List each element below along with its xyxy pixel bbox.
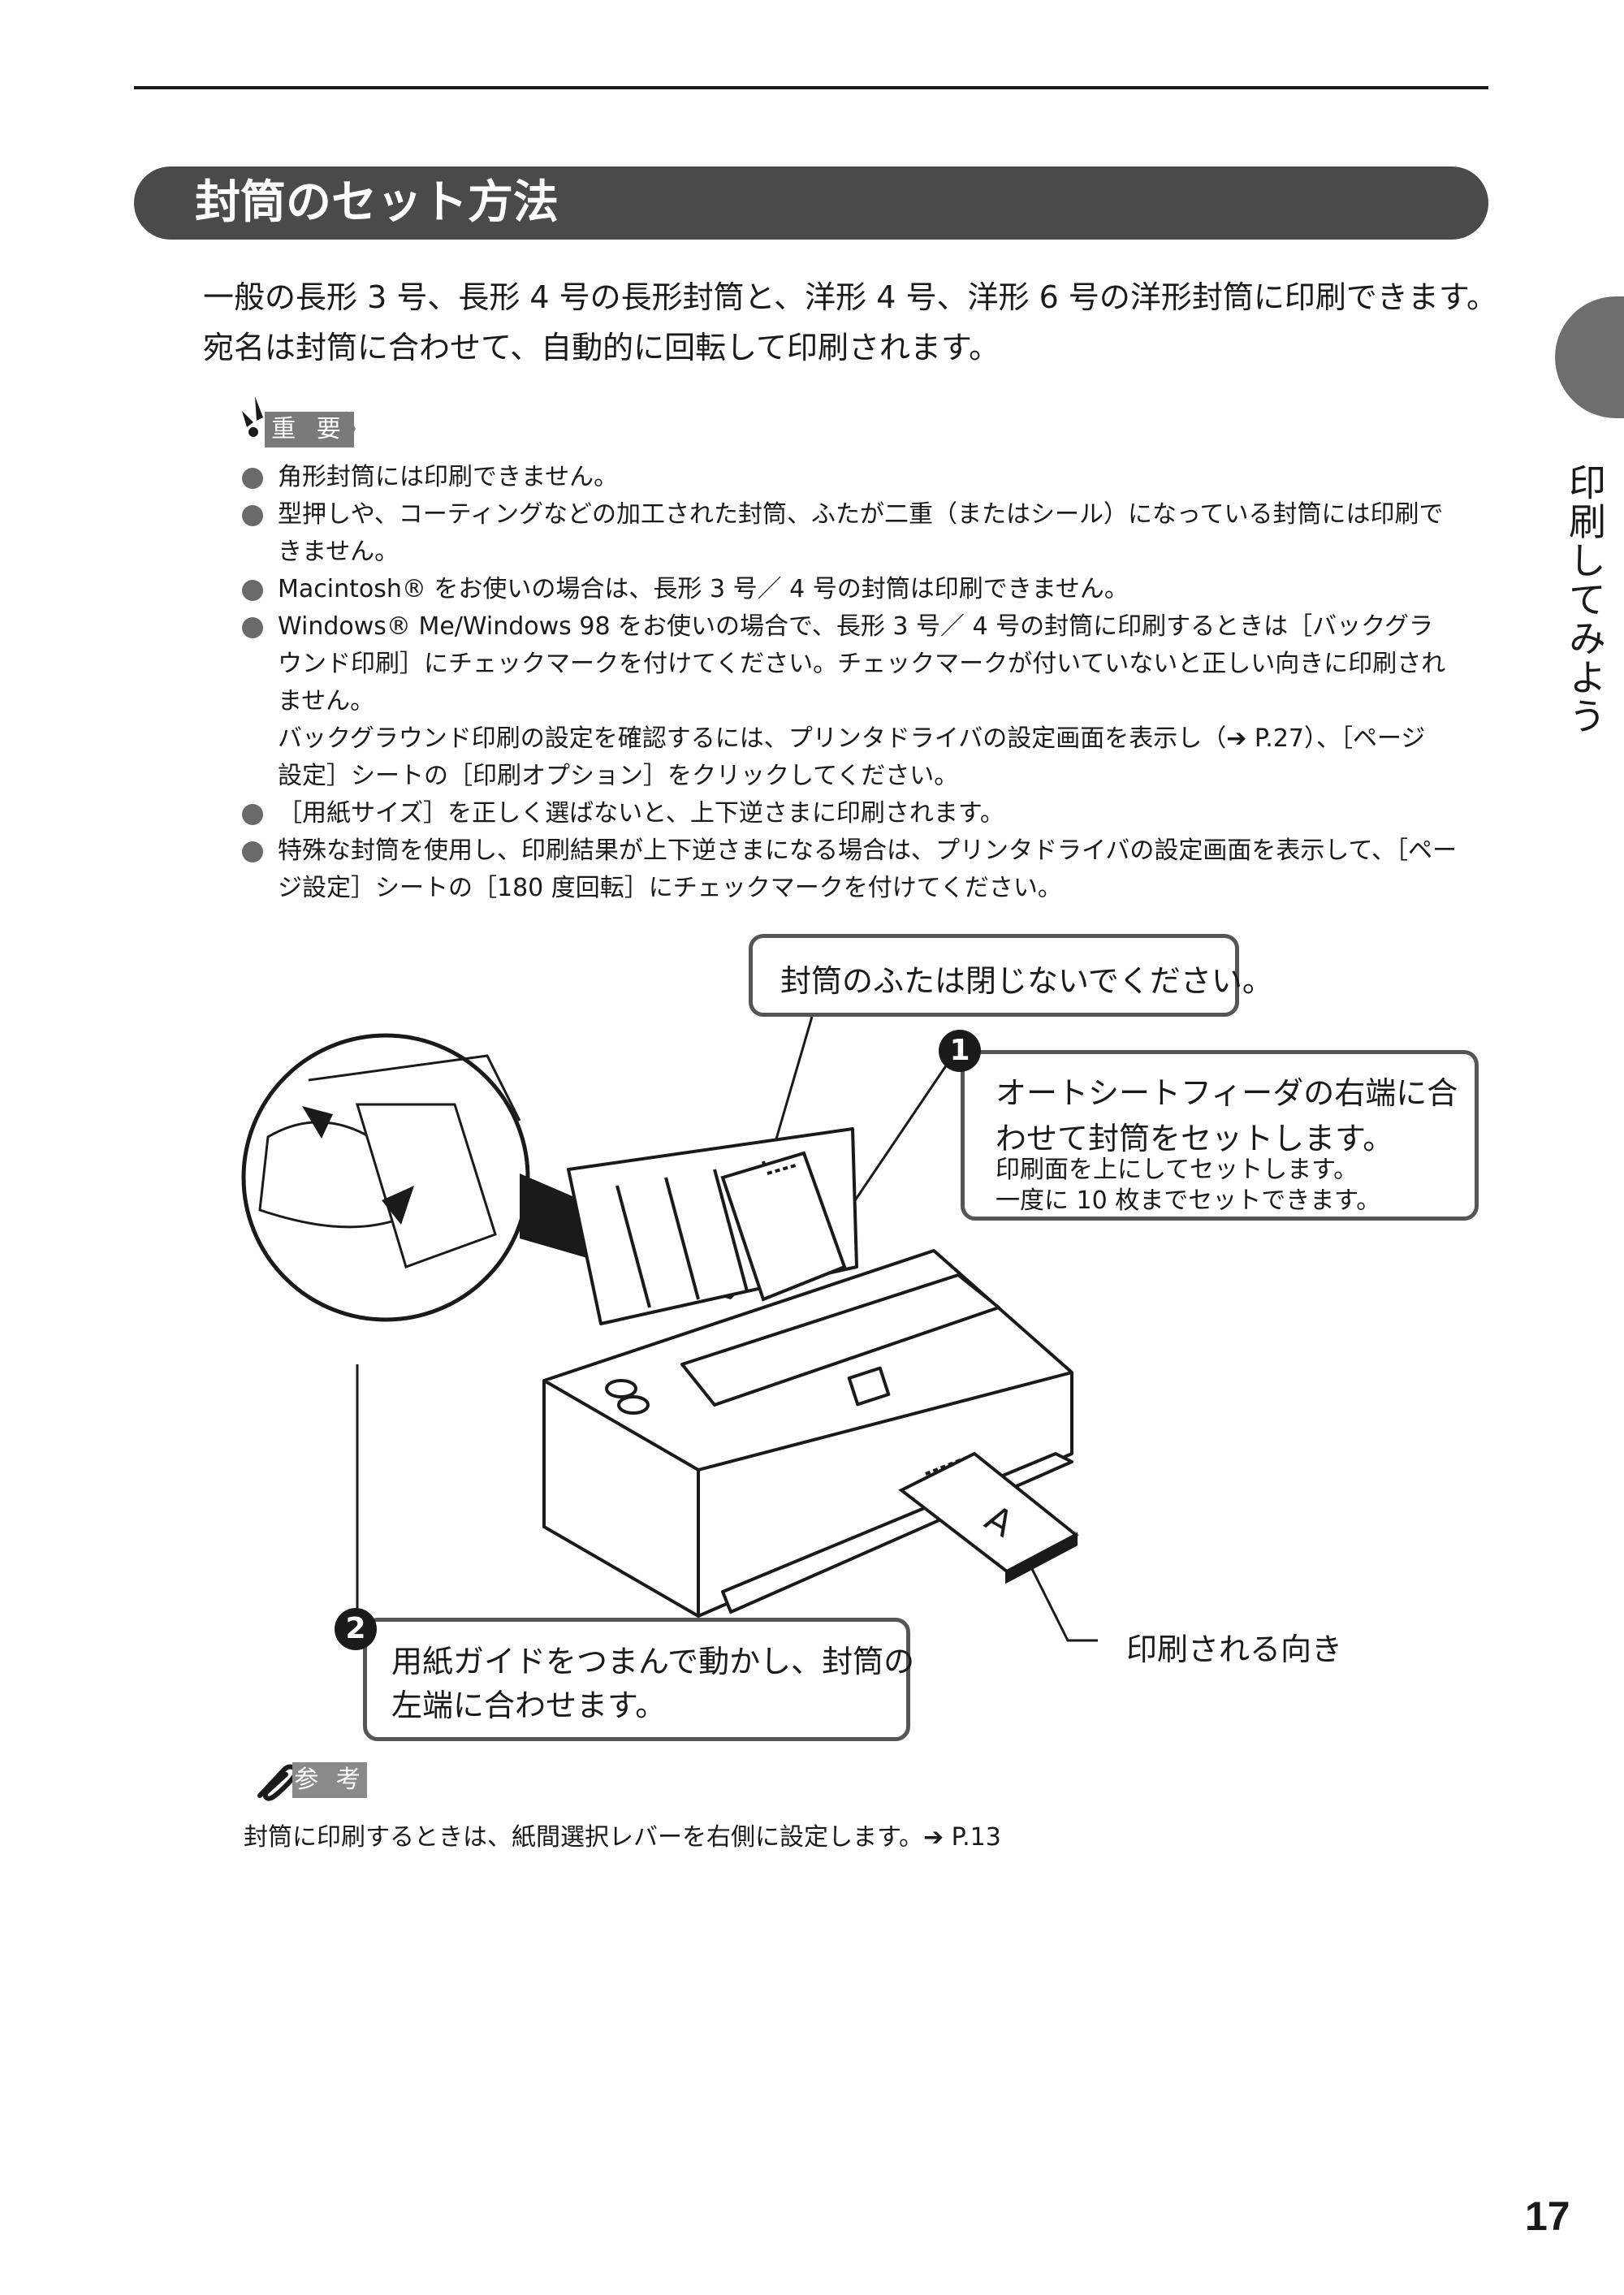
note-item: 特殊な封筒を使用し、印刷結果が上下逆さまになる場合は、プリンタドライバの設定画面… bbox=[242, 832, 1509, 907]
paperclip-icon bbox=[257, 1764, 299, 1801]
important-label: 重 要 bbox=[265, 412, 354, 447]
note-item: Windows® Me/Windows 98 をお使いの場合で、長形 3 号／ … bbox=[242, 608, 1509, 795]
bullet-icon bbox=[242, 505, 263, 526]
step1-number-badge: 1 bbox=[939, 1030, 981, 1072]
bullet-icon bbox=[242, 804, 263, 825]
top-rule bbox=[134, 86, 1488, 89]
important-notes-list: 角形封筒には印刷できません。 型押しや、コーティングなどの加工された封筒、ふたが… bbox=[242, 459, 1509, 907]
note-item: ［用紙サイズ］を正しく選ばないと、上下逆さまに印刷されます。 bbox=[242, 795, 1509, 832]
reference-label: 参 考 bbox=[292, 1762, 367, 1798]
note-item: 角形封筒には印刷できません。 bbox=[242, 459, 1509, 496]
section-title: 封筒のセット方法 bbox=[195, 176, 559, 229]
flap-note-text: 封筒のふたは閉じないでください。 bbox=[780, 963, 1273, 999]
intro-line: 宛名は封筒に合わせて、自動的に回転して印刷されます。 bbox=[203, 330, 1000, 365]
page-number: 17 bbox=[1525, 2193, 1570, 2239]
note-item: Macintosh® をお使いの場合は、長形 3 号／ 4 号の封筒は印刷できま… bbox=[242, 571, 1509, 608]
step1-callout: オートシートフィーダの右端に合 わせて封筒をセットします。 印刷面を上にしてセッ… bbox=[961, 1050, 1479, 1221]
intro-line: 一般の長形 3 号、長形 4 号の長形封筒と、洋形 4 号、洋形 6 号の洋形封… bbox=[203, 279, 1498, 315]
step1-title: オートシートフィーダの右端に合 わせて封筒をセットします。 bbox=[996, 1075, 1458, 1156]
step2-text: 用紙ガイドをつまんで動かし、封筒の 左端に合わせます。 bbox=[391, 1644, 915, 1723]
bullet-icon bbox=[242, 580, 263, 601]
intro-paragraph: 一般の長形 3 号、長形 4 号の長形封筒と、洋形 4 号、洋形 6 号の洋形封… bbox=[203, 272, 1502, 373]
bullet-icon bbox=[242, 617, 263, 638]
step2-callout: 用紙ガイドをつまんで動かし、封筒の 左端に合わせます。 bbox=[363, 1618, 914, 1741]
reference-text: 封筒に印刷するときは、紙間選択レバーを右側に設定します。➔ P.13 bbox=[244, 1823, 1001, 1852]
flap-note-callout: 封筒のふたは閉じないでください。 bbox=[749, 934, 1273, 1017]
print-orientation-label: 印刷される向き bbox=[1126, 1632, 1343, 1667]
step2-number-badge: 2 bbox=[335, 1608, 377, 1650]
section-title-bar bbox=[134, 166, 1488, 240]
step1-subtext: 印刷面を上にしてセットします。 一度に 10 枚までセットできます。 bbox=[996, 1156, 1381, 1215]
note-item: 型押しや、コーティングなどの加工された封筒、ふたが二重（またはシール）になってい… bbox=[242, 496, 1509, 571]
chapter-tab-label: 印刷してみよう bbox=[1563, 463, 1607, 736]
bullet-icon bbox=[242, 468, 263, 489]
bullet-icon bbox=[242, 841, 263, 862]
